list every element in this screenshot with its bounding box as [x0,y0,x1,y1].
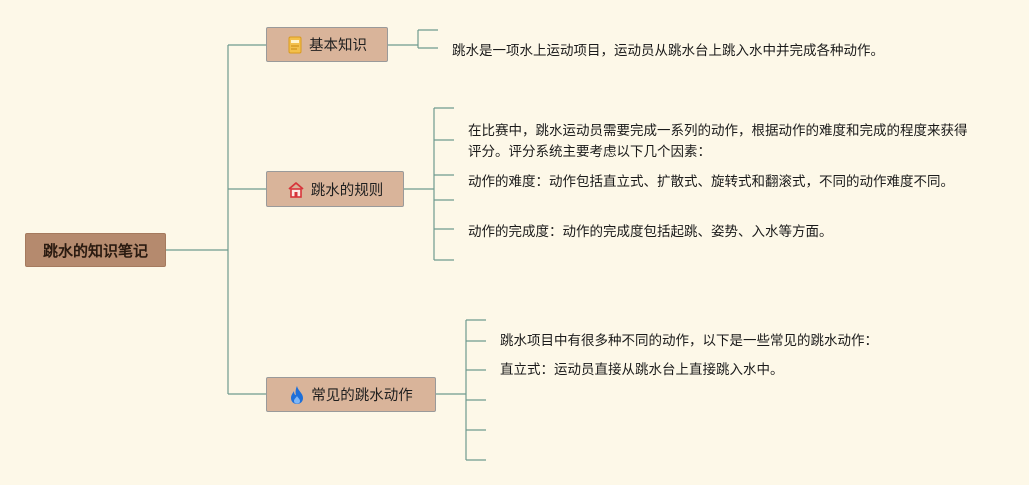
house-icon [287,181,305,198]
branch-label: 基本知识 [309,38,367,54]
branch-node-basic-knowledge[interactable]: 基本知识 [266,27,388,62]
note-dives-2: 直立式：运动员直接从跳水台上直接跳入水中。 [500,362,784,378]
note-rules-3: 动作的完成度：动作的完成度包括起跳、姿势、入水等方面。 [468,224,833,240]
root-node[interactable]: 跳水的知识笔记 [25,233,166,267]
branch-node-rules[interactable]: 跳水的规则 [266,171,404,207]
note-basic-1: 跳水是一项水上运动项目，运动员从跳水台上跳入水中并完成各种动作。 [452,43,884,59]
branch-label: 跳水的规则 [310,182,384,199]
root-label: 跳水的知识笔记 [42,241,148,260]
note-dives-1: 跳水项目中有很多种不同的动作，以下是一些常见的跳水动作： [500,333,878,349]
branch-label: 常见的跳水动作 [311,388,413,404]
note-rules-2: 动作的难度：动作包括直立式、扩散式、旋转式和翻滚式，不同的动作难度不同。 [468,174,954,190]
book-icon [287,36,303,54]
branch-node-common-dives[interactable]: 常见的跳水动作 [266,377,436,412]
flame-icon [289,385,305,405]
note-rules-1: 在比赛中，跳水运动员需要完成一系列的动作，根据动作的难度和完成的程度来获得评分。… [468,123,968,160]
